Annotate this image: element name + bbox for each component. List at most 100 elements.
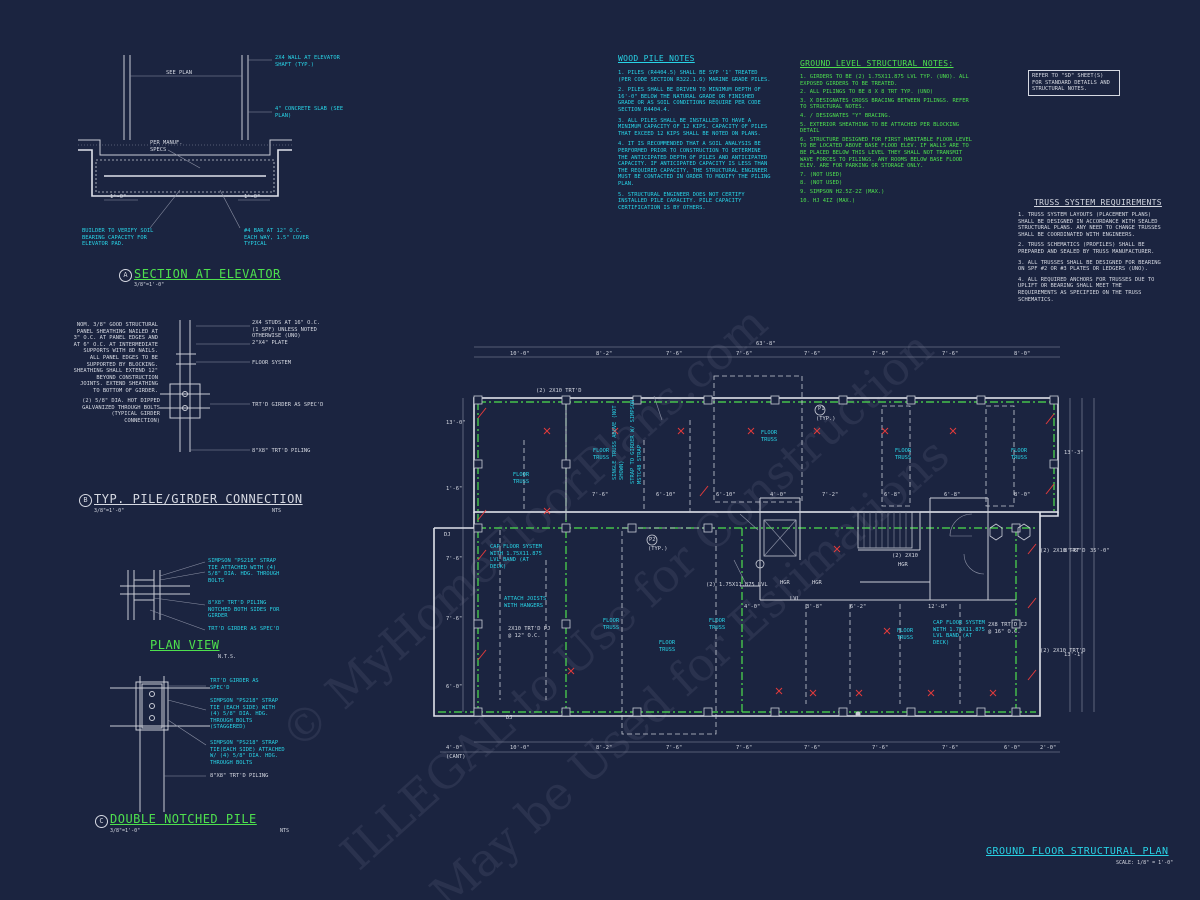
floor-truss-label-6: FLOOR TRUSS [658,640,676,653]
truss-reqs: 1. TRUSS SYSTEM LAYOUTS (PLACEMENT PLANS… [1018,212,1164,307]
mid-dim-8: 8'-0" [1014,492,1031,498]
top-dim-7: 7'-6" [942,351,959,357]
dj-label-bottom: DJ [506,715,513,721]
plan-girder-note: TRT'D GIRDER AS SPEC'D [208,626,280,632]
girder-note: TRT'D GIRDER AS SPEC'D [252,402,324,408]
wood-pile-notes-title: WOOD PILE NOTES [618,54,695,63]
notched-strap1-note: SIMPSON "PS218" STRAP TIE (EACH SIDE) WI… [210,698,279,731]
pile-girder-scale: 3/8"=1'-0" [94,508,125,514]
top-dim-1: 10'-0" [510,351,530,357]
top-dim-4: 7'-6" [736,351,753,357]
pile-girder-drawing [160,320,250,452]
top-dim-6: 7'-6" [872,351,889,357]
girder-right-1: (2) 2x10 TRT'D [1040,548,1086,554]
truss-reqs-title: TRUSS SYSTEM REQUIREMENTS [1034,198,1162,207]
elevator-dim-right: 1'-0" [244,194,261,200]
tag-p2: P2 [649,537,656,543]
piling-note: 8"x8" TRT'D PILING [252,448,311,454]
right-dim-1: 13'-3" [1064,450,1084,456]
pile-girder-title: TYP. PILE/GIRDER CONNECTION [94,492,303,506]
bottom-dim-5: 7'-6" [736,745,753,751]
bottom-dim-4: 7'-6" [666,745,683,751]
left-dim-4: 7'-6" [446,616,463,622]
left-dim-3: 7'-6" [446,556,463,562]
wood-pile-note-3: 3. ALL PILES SHALL BE INSTALLED TO HAVE … [618,117,768,137]
floor-truss-label-5: FLOOR TRUSS [1010,448,1028,461]
elevator-dim-left: 1'-0" [110,194,127,200]
standard-details-ref: REFER TO "SD" SHEET(S) FOR STANDARD DETA… [1028,70,1120,96]
mid-dim-1: 7'-6" [592,492,609,498]
elevator-slab-note: 4" CONCRETE SLAB (SEE PLAN) [275,106,344,119]
plan-view-drawing [120,561,206,631]
floor-truss-label-2: FLOOR TRUSS [592,448,610,461]
wood-pile-note-1: 1. PILES (R4404.5) SHALL BE SYP '1' TREA… [618,70,771,83]
ground-notes: 1. GIRDERS TO BE (2) 1.75x11.875 LVL TYP… [800,74,978,206]
notched-girder-note: TRT'D GIRDER AS SPEC'D [210,678,259,691]
typ-label-2: (TYP.) [816,416,836,422]
right-dim-2: 8'-6" [1064,548,1081,554]
panel-sheathing-note: NOM. 3/8" GOOD STRUCTURAL PANEL SHEATHIN… [73,322,158,394]
detail-marker-b: B [79,494,92,507]
plan-scale: SCALE: 1/8" = 1'-0" [1116,860,1174,866]
ground-note-3: 3. X DESIGNATES CROSS BRACING BETWEEN PI… [800,97,969,111]
ground-note-10: 10. HJ 4IZ (MAX.) [800,197,856,204]
bottom-dim-2: 10'-0" [510,745,530,751]
low-dim-3: 6'-2" [850,604,867,610]
truss-req-1: 1. TRUSS SYSTEM LAYOUTS (PLACEMENT PLANS… [1018,212,1161,238]
mid-dim-7: 6'-8" [944,492,961,498]
plan-piling-note: 8"x8" TRT'D PILING NOTCHED BOTH SIDES FO… [208,600,280,620]
elevator-bar-note: #4 BAR AT 12" O.C. EACH WAY, 1.5" COVER … [244,228,309,248]
elevator-section-scale: 3/8"=1'-0" [134,282,165,288]
bottom-dim-8: 7'-6" [942,745,959,751]
mid-dim-6: 6'-8" [884,492,901,498]
notched-strap2-note: SIMPSON "PS218" STRAP TIE(EACH SIDE) ATT… [210,740,285,766]
right-dim-4: 13'-1" [1064,652,1084,658]
truss-req-3: 3. ALL TRUSSES SHALL BE DESIGNED FOR BEA… [1018,259,1161,273]
left-dim-5: 6'-0" [446,684,463,690]
hgr-label-3: HGR [898,562,908,568]
overall-top-dim: 63'-8" [756,341,776,347]
left-dim-1: 13'-0" [446,420,466,426]
bottom-dim-3: 8'-2" [596,745,613,751]
floor-truss-label-9: FLOOR TRUSS [708,618,726,631]
top-dim-2: 8'-2" [596,351,613,357]
floor-truss-label-8: FLOOR TRUSS [602,618,620,631]
strap-note: STRAP TO GIRDER W/ SIMPSON MSTC48 STRAP [630,399,643,484]
attach-joists: ATTACH JOISTS WITH HANGERS [504,596,547,609]
cross-bracing-marks [477,407,1055,697]
top-dim-8: 8'-0" [1014,351,1031,357]
trtd-joists-left: 2x10 TRT'D PJ @ 12" O.C. [508,626,551,639]
cap-floor-left: CAP FLOOR SYSTEM WITH 1.75x11.875 LVL BA… [490,544,542,570]
elevator-section-title: SECTION AT ELEVATOR [134,267,281,281]
ground-floor-plan [433,346,1095,753]
floor-truss-label-3: FLOOR TRUSS [760,430,778,443]
hgr-label-1: HGR [780,580,790,586]
ground-note-2: 2. ALL PILINGS TO BE 8 x 8 TRT TYP. (UNO… [800,89,934,96]
top-dim-5: 7'-6" [804,351,821,357]
bottom-dim-9: 6'-0" [1004,745,1021,751]
notched-piling-note: 8"x8" TRT'D PILING [210,773,269,779]
wood-pile-note-4: 4. IT IS RECOMMENDED THAT A SOIL ANALYSI… [618,141,771,187]
studs-note: 2x4 STUDS AT 16" O.C. (1 SPF) UNLESS NOT… [252,320,321,340]
ground-note-4: 4. / DESIGNATES "Y" BRACING. [800,112,891,119]
notched-pile-title: DOUBLE NOTCHED PILE [110,812,257,826]
pile-girder-nts: NTS [272,508,282,514]
low-dim-4: 12'-8" [928,604,948,610]
ground-note-5: 5. EXTERIOR SHEATHING TO BE ATTACHED PER… [800,121,960,135]
truss-req-4: 4. ALL REQUIRED ANCHORS FOR TRUSSES DUE … [1018,276,1155,303]
ground-note-7: 7. (NOT USED) [800,171,843,178]
ground-note-6: 6. STRUCTURE DESIGNED FOR FIRST HABITABL… [800,136,973,170]
tag-p1: P1 [818,406,825,412]
elevator-wall-note: 2x4 WALL AT ELEVATOR SHAFT (TYP.) [275,55,340,68]
left-dim-2: 1'-6" [446,486,463,492]
notched-pile-nts: NTS [280,828,290,834]
detail-marker-a: A [119,269,132,282]
plan-title: GROUND FLOOR STRUCTURAL PLAN [986,846,1169,857]
wood-pile-note-2: 2. PILES SHALL BE DRIVEN TO MINIMUM DEPT… [618,87,761,113]
lvl-short-label: LVL [790,596,800,602]
girder-top: (2) 2x10 TRT'D [536,388,582,394]
mid-dim-2: 6'-10" [656,492,676,498]
right-dim-3: 35'-0" [1090,548,1110,554]
